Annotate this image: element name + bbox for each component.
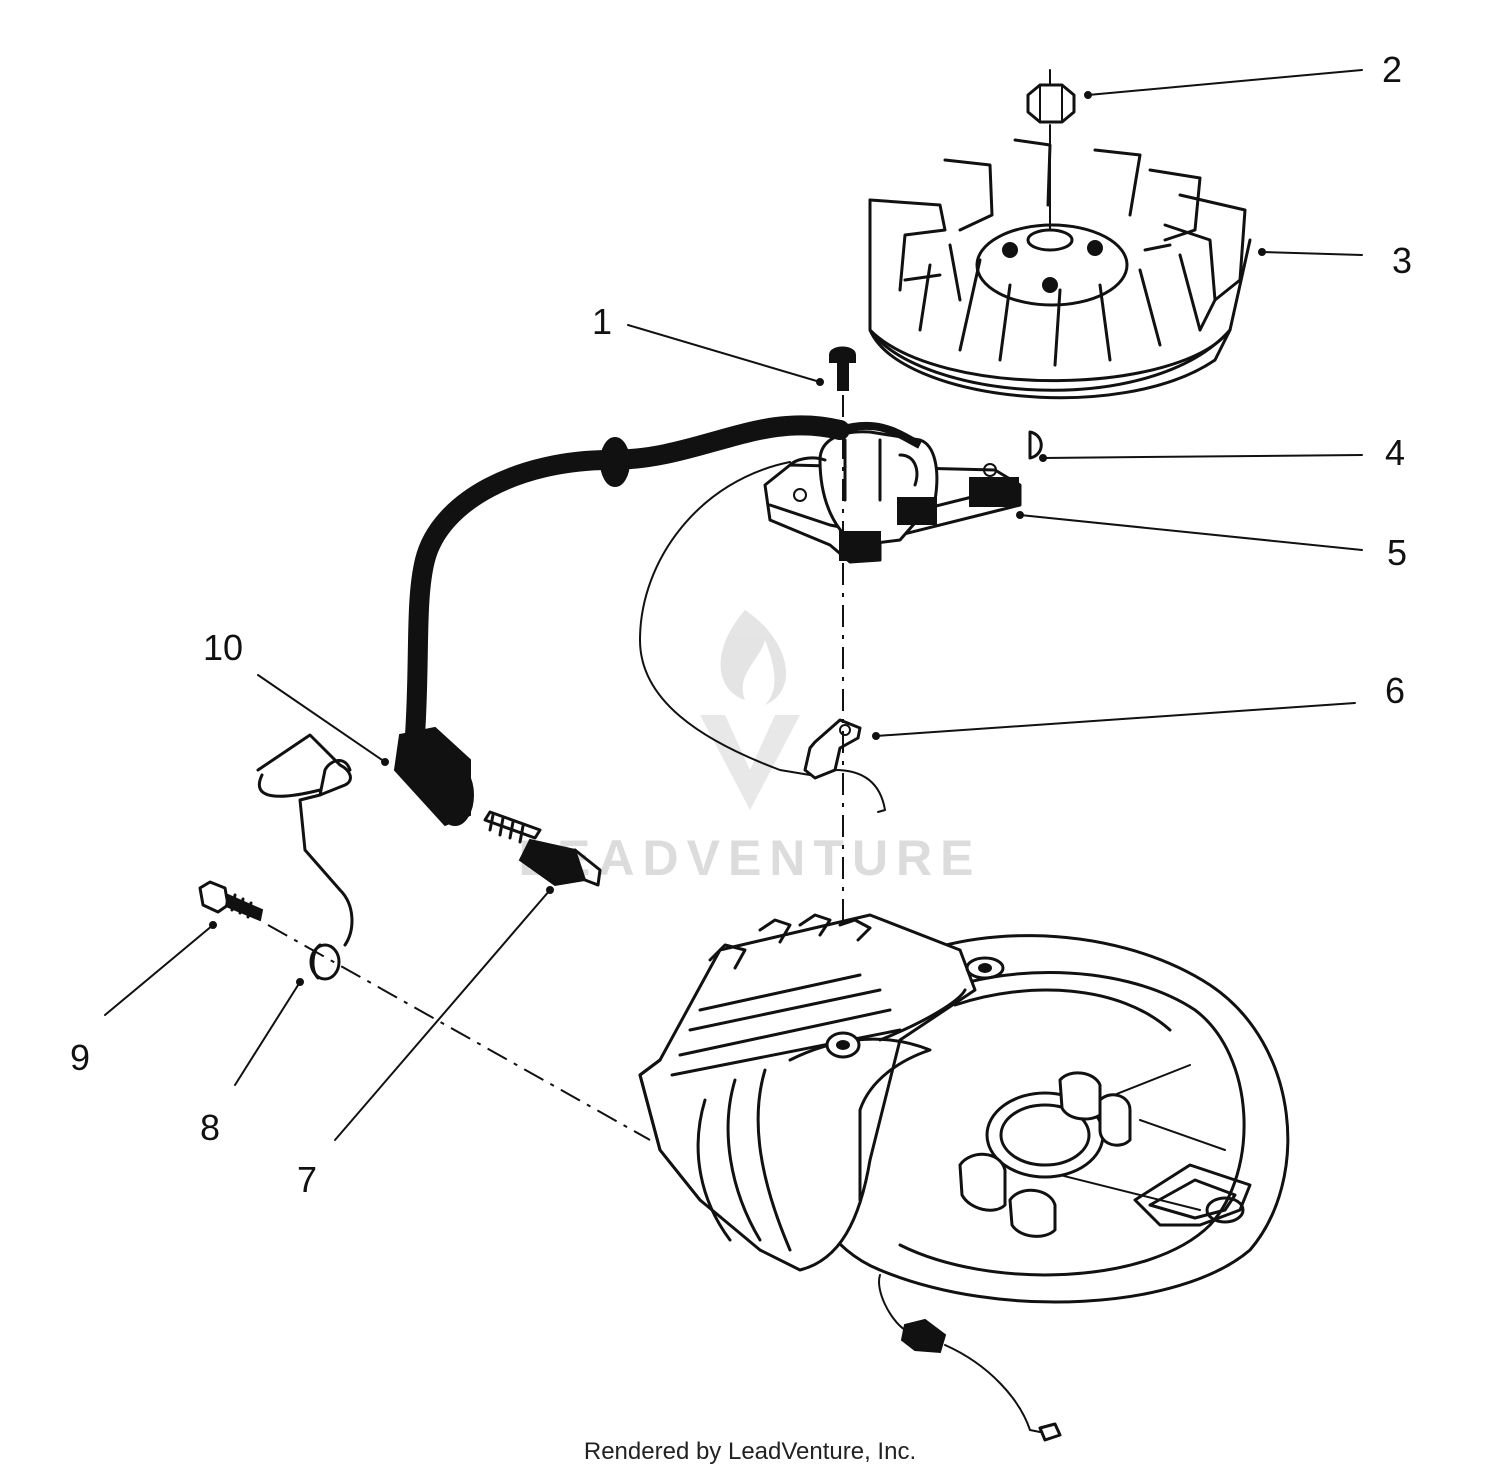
leader-lines bbox=[104, 69, 1363, 1141]
watermark-text: LEADVENTURE bbox=[518, 830, 981, 886]
callout-10: 10 bbox=[203, 627, 243, 668]
callout-5: 5 bbox=[1387, 532, 1407, 573]
callout-9: 9 bbox=[70, 1037, 90, 1078]
callout-1: 1 bbox=[592, 301, 612, 342]
flywheel bbox=[868, 138, 1252, 400]
spark-plug bbox=[483, 810, 602, 887]
callout-7: 7 bbox=[297, 1159, 317, 1200]
flywheel-key bbox=[1028, 430, 1043, 460]
alignment-line-screw bbox=[267, 924, 651, 1141]
engine-block bbox=[638, 913, 1290, 1442]
ignition-screw bbox=[829, 346, 856, 391]
callout-6: 6 bbox=[1385, 670, 1405, 711]
ground-clip bbox=[803, 718, 886, 813]
watermark: LEADVENTURE bbox=[518, 610, 981, 886]
callout-2: 2 bbox=[1382, 49, 1402, 90]
wire-retainer bbox=[256, 733, 354, 981]
callout-3: 3 bbox=[1392, 240, 1412, 281]
ignition-coil bbox=[763, 430, 1022, 564]
spark-plug-lead bbox=[393, 415, 922, 827]
ground-wire bbox=[639, 461, 811, 776]
render-credit: Rendered by LeadVenture, Inc. bbox=[583, 1438, 917, 1465]
flywheel-nut bbox=[1026, 69, 1076, 231]
retainer-screw bbox=[198, 880, 264, 922]
callout-8: 8 bbox=[200, 1107, 220, 1148]
callout-4: 4 bbox=[1385, 432, 1405, 473]
